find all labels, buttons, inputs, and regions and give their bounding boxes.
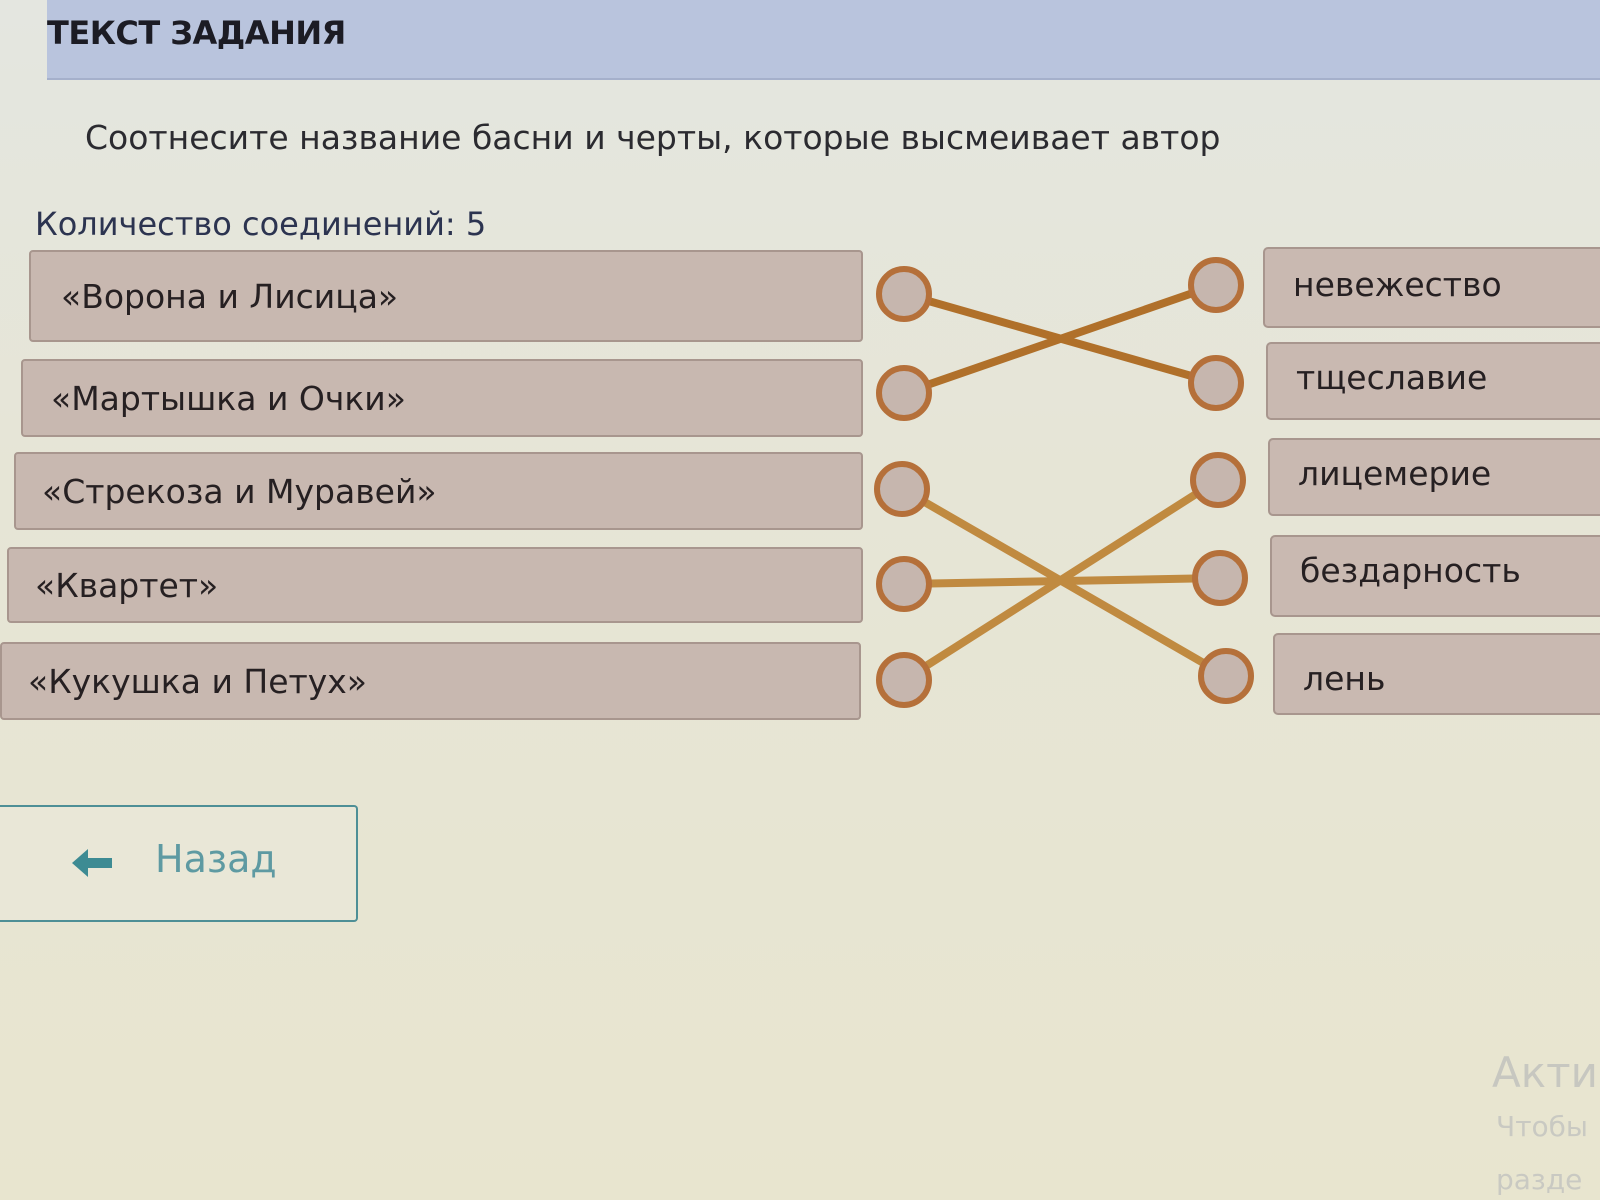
trait-item[interactable]: тщеславие <box>1266 342 1600 420</box>
fable-label: «Мартышка и Очки» <box>51 378 406 418</box>
trait-item[interactable]: лень <box>1273 633 1600 715</box>
fable-connector-handle[interactable] <box>874 461 930 517</box>
fable-connector-handle[interactable] <box>876 365 932 421</box>
fable-connector-handle[interactable] <box>876 652 932 708</box>
fable-label: «Ворона и Лисица» <box>61 276 399 316</box>
trait-label: лень <box>1303 659 1386 698</box>
fable-label: «Квартет» <box>35 565 219 605</box>
trait-label: невежество <box>1293 265 1502 304</box>
trait-connector-handle[interactable] <box>1190 452 1246 508</box>
fable-label: «Кукушка и Петух» <box>28 661 367 701</box>
trait-label: тщеславие <box>1296 358 1488 397</box>
fable-label: «Стрекоза и Муравей» <box>42 471 437 511</box>
connection-line <box>900 281 1220 397</box>
trait-connector-handle[interactable] <box>1188 257 1244 313</box>
header-title: ТЕКСТ ЗАДАНИЯ <box>47 14 346 52</box>
connection-counter: Количество соединений: 5 <box>35 205 487 243</box>
task-text: Соотнесите название басни и черты, котор… <box>85 118 1221 157</box>
fable-connector-handle[interactable] <box>876 266 932 322</box>
trait-label: бездарность <box>1300 551 1521 590</box>
trait-connector-handle[interactable] <box>1198 648 1254 704</box>
arrow-left-icon <box>72 849 112 877</box>
trait-connector-handle[interactable] <box>1188 355 1244 411</box>
back-label: Назад <box>155 837 277 881</box>
fable-item[interactable]: «Мартышка и Очки» <box>21 359 863 437</box>
fable-connector-handle[interactable] <box>876 556 932 612</box>
fable-item[interactable]: «Стрекоза и Муравей» <box>14 452 863 530</box>
trait-label: лицемерие <box>1298 454 1492 493</box>
activation-watermark-line: разде <box>1496 1163 1583 1196</box>
connection-line <box>900 476 1222 684</box>
back-button[interactable]: Назад <box>0 805 358 922</box>
activation-watermark-title: Акти <box>1492 1048 1598 1097</box>
header-bar <box>47 0 1600 80</box>
fable-item[interactable]: «Квартет» <box>7 547 863 623</box>
fable-item[interactable]: «Ворона и Лисица» <box>29 250 863 342</box>
fable-item[interactable]: «Кукушка и Петух» <box>0 642 861 720</box>
trait-item[interactable]: невежество <box>1263 247 1600 328</box>
activation-watermark-line: Чтобы <box>1496 1110 1589 1143</box>
trait-item[interactable]: лицемерие <box>1268 438 1600 516</box>
trait-item[interactable]: бездарность <box>1270 535 1600 617</box>
trait-connector-handle[interactable] <box>1192 550 1248 606</box>
